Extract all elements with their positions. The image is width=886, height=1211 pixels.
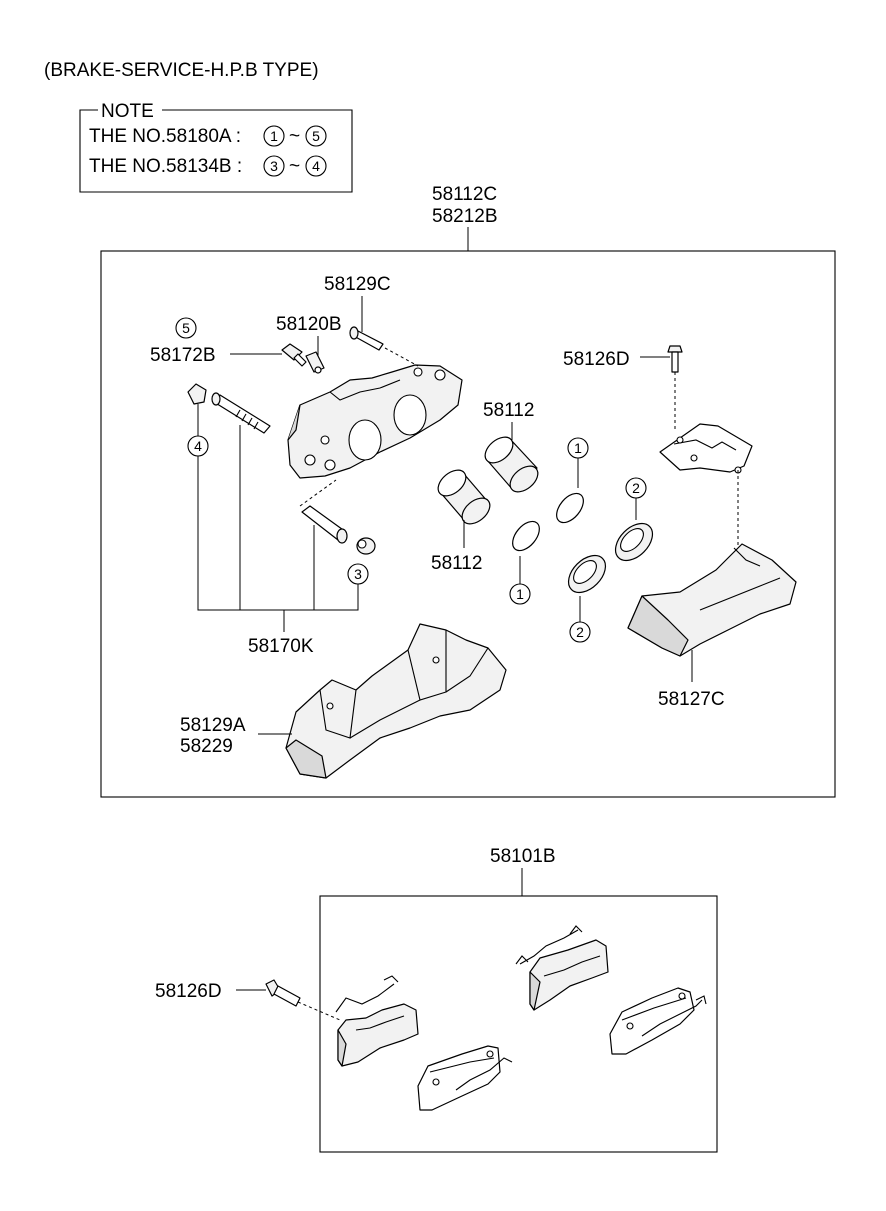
label-58170K: 58170K [248, 636, 314, 657]
bolt-58126D-upper [667, 345, 683, 373]
bolt-58126D-lower [265, 979, 301, 1007]
guide-pin [299, 479, 348, 544]
pin-boot [356, 537, 376, 555]
note-row-1-from: 1 [270, 128, 278, 144]
brake-pad-2 [417, 1045, 513, 1111]
note-row-1-to: 5 [312, 128, 320, 144]
callout-1b: 1 [516, 586, 524, 602]
cover-58127C [627, 543, 797, 657]
note-row-2-from: 3 [270, 158, 278, 174]
guide-bolt [187, 383, 271, 434]
label-58172B: 58172B [150, 345, 216, 366]
assembly-label-58101B: 58101B [490, 846, 556, 867]
note-row-2-sep: ~ [289, 156, 300, 177]
callout-2b: 2 [576, 624, 584, 640]
note-row-1-sep: ~ [289, 126, 300, 147]
seal-lower [512, 520, 540, 552]
label-58126D-upper: 58126D [563, 349, 630, 370]
note-heading: NOTE [101, 101, 154, 122]
callout-circle-5 [175, 317, 197, 339]
brake-pad-3 [515, 925, 609, 1011]
pad-assembly-box [319, 895, 718, 1153]
note-row-1-text: THE NO.58180A : [89, 126, 241, 147]
label-58129C: 58129C [324, 274, 391, 295]
note-row-2-text: THE NO.58134B : [89, 156, 242, 177]
callout-1a: 1 [574, 440, 582, 456]
callout-4: 4 [194, 438, 202, 454]
seal-upper [556, 492, 584, 524]
note-row-2-to-circle [305, 155, 327, 177]
label-58129A: 58129A [180, 715, 246, 736]
note-row-2-to: 4 [312, 158, 320, 174]
callout-5: 5 [182, 320, 190, 336]
label-piston-lower: 58112 [431, 553, 482, 574]
label-58127C: 58127C [658, 689, 725, 710]
label-piston-upper: 58112 [483, 400, 534, 421]
brake-pad-1 [335, 975, 419, 1067]
assembly-label-58112C: 58112C [432, 184, 497, 205]
piston-lower [437, 469, 491, 525]
screw-58172B [281, 343, 307, 367]
caliper-assembly-group: 58112C 58212B 58129C 58120B [100, 184, 836, 798]
brake-pad-4 [609, 987, 707, 1055]
callout-2a: 2 [632, 480, 640, 496]
pad-assembly-group: 58101B 58126D [155, 846, 718, 1153]
caliper-bracket [285, 623, 507, 779]
bleeder-58120B [305, 351, 325, 374]
boot-upper [614, 522, 654, 562]
label-58126D-lower: 58126D [155, 981, 222, 1002]
assembly-label-58212B: 58212B [432, 206, 498, 227]
note-row-1-to-circle [305, 125, 327, 147]
label-58120B: 58120B [276, 314, 342, 335]
note-box: NOTE THE NO.58180A : 1 ~ 5 THE NO.58134B… [79, 101, 353, 193]
bolt-58129C [349, 326, 419, 367]
caliper-housing [287, 364, 463, 479]
note-row-1-from-circle [263, 125, 285, 147]
note-row-2-from-circle [263, 155, 285, 177]
diagram-title: (BRAKE-SERVICE-H.P.B TYPE) [44, 60, 319, 81]
callout-3: 3 [354, 566, 362, 582]
piston-upper [484, 436, 539, 493]
clip-plate [659, 423, 753, 474]
caliper-assembly-box [100, 250, 836, 798]
label-58229: 58229 [180, 736, 233, 757]
boot-lower [567, 554, 607, 594]
